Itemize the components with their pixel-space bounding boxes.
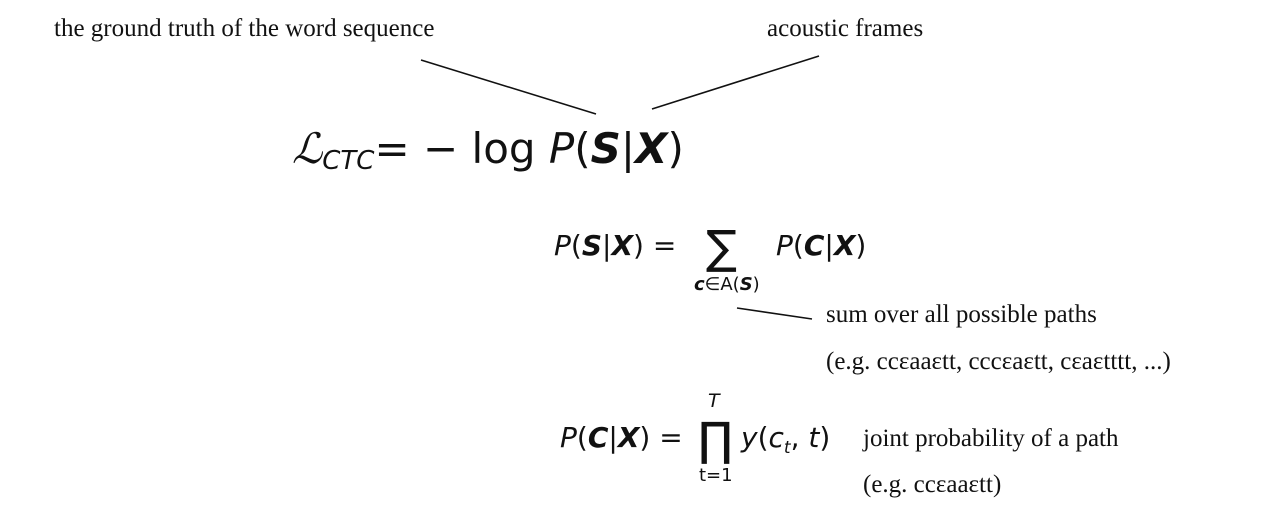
word-sequence-symbol: S: [590, 124, 621, 173]
path-sum-rhs: P(C|X): [776, 232, 866, 260]
summation-index: c∈A(S): [694, 276, 760, 294]
given-bar: |: [824, 229, 834, 262]
alignment-set: ∈A(: [704, 274, 740, 295]
acoustic-frames-symbol: X: [617, 421, 640, 454]
close-paren: ): [855, 229, 867, 262]
product-operator: ∏: [698, 412, 733, 466]
annotation-joint-probability-example: (e.g. ccεaaεtt): [863, 471, 1002, 498]
comma: ,: [790, 421, 809, 454]
close-paren-equals: ) =: [639, 421, 683, 454]
annotation-sum-paths-example: (e.g. ccεaaεtt, cccεaεtt, cεaεtttt, ...): [826, 348, 1171, 375]
open-paren: (: [576, 421, 588, 454]
close-paren: ): [819, 421, 831, 454]
path-sum-lhs: P(S|X) =: [554, 232, 676, 260]
given-bar: |: [620, 124, 636, 173]
prob-symbol: P: [548, 124, 575, 173]
close-paren: ): [667, 124, 684, 173]
acoustic-frames-symbol: X: [635, 124, 668, 173]
path-label-symbol: c: [768, 421, 784, 454]
path-symbol: c: [694, 274, 705, 295]
acoustic-frames-symbol: X: [833, 229, 856, 262]
ctc-loss-equation: ℒCTC= − log P(S|X): [292, 128, 684, 175]
path-symbol: C: [803, 229, 825, 262]
loss-subscript: CTC: [322, 146, 375, 176]
open-paren: (: [574, 124, 591, 173]
time-subscript: t: [783, 438, 791, 458]
annotation-sum-paths: sum over all possible paths: [826, 301, 1097, 328]
open-paren: (: [570, 229, 582, 262]
word-sequence-symbol: S: [581, 229, 602, 262]
pointer-line-acoustic-frames: [651, 55, 820, 110]
summation-operator: ∑: [706, 220, 737, 274]
path-symbol: C: [587, 421, 609, 454]
pointer-line-ground-truth: [420, 59, 597, 115]
annotation-joint-probability: joint probability of a path: [863, 425, 1119, 452]
loss-symbol: ℒ: [292, 124, 323, 173]
path-product-lhs: P(C|X) =: [560, 424, 683, 452]
pointer-line-sum-paths: [736, 307, 813, 320]
prob-symbol: P: [560, 421, 577, 454]
neg-log: = − log: [374, 124, 549, 173]
path-product-rhs: y(ct, t): [741, 421, 831, 457]
prob-symbol: P: [776, 229, 793, 262]
acoustic-frames-symbol: X: [611, 229, 634, 262]
close-paren: ): [752, 274, 760, 295]
softmax-output-symbol: y: [741, 421, 758, 454]
open-paren: (: [757, 421, 769, 454]
word-sequence-symbol: S: [739, 274, 753, 295]
given-bar: |: [602, 229, 612, 262]
product-upper-bound: T: [708, 390, 720, 412]
close-paren-equals: ) =: [633, 229, 677, 262]
time-symbol: t: [808, 421, 820, 454]
annotation-ground-truth: the ground truth of the word sequence: [54, 15, 435, 42]
given-bar: |: [608, 421, 618, 454]
annotation-acoustic-frames: acoustic frames: [767, 15, 924, 42]
open-paren: (: [792, 229, 804, 262]
product-lower-bound: t=1: [699, 465, 733, 486]
prob-symbol: P: [554, 229, 571, 262]
